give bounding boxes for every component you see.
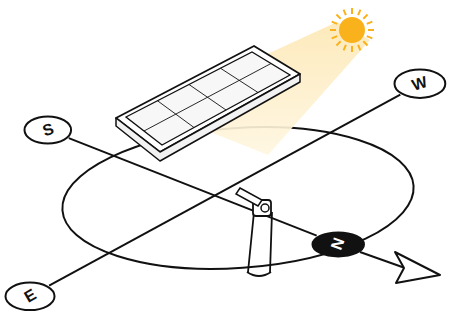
- compass-direction: E: [4, 281, 56, 312]
- cell-grid: [144, 64, 271, 132]
- panel-arm: [236, 188, 262, 206]
- compass-direction: S: [23, 115, 73, 145]
- sun-ray: [330, 29, 336, 31]
- sun-ray: [367, 22, 373, 24]
- sun: [339, 17, 365, 43]
- sun-rays: [330, 8, 374, 52]
- ground-stake: [248, 212, 272, 272]
- sun-ray: [368, 29, 374, 31]
- sun-ray: [336, 14, 340, 18]
- sun-ray: [336, 41, 340, 45]
- cell-line: [144, 64, 271, 132]
- sun-ray: [332, 36, 338, 38]
- solar-cells: [126, 52, 290, 145]
- oval-outline: [5, 282, 54, 310]
- stake-base: [247, 272, 271, 276]
- north-arrowhead: [395, 252, 440, 283]
- panel-frame: [116, 46, 300, 152]
- sun-ray: [367, 36, 373, 38]
- sun-ray: [344, 45, 346, 51]
- compass-direction: W: [393, 68, 447, 99]
- pivot-knob: [261, 204, 269, 212]
- sun-ray: [351, 46, 353, 52]
- sun-ray: [351, 8, 353, 14]
- sun-ray: [344, 10, 346, 16]
- oval-outline: [312, 232, 363, 256]
- sun-ray: [363, 14, 367, 18]
- sun-ray: [363, 41, 367, 45]
- compass-axis: [69, 138, 317, 235]
- sun-ray: [358, 10, 360, 16]
- oval-outline: [395, 70, 446, 98]
- sun-ray: [332, 22, 338, 24]
- oval-outline: [25, 116, 72, 143]
- sun-ray: [358, 45, 360, 51]
- compass-direction: N: [311, 231, 365, 258]
